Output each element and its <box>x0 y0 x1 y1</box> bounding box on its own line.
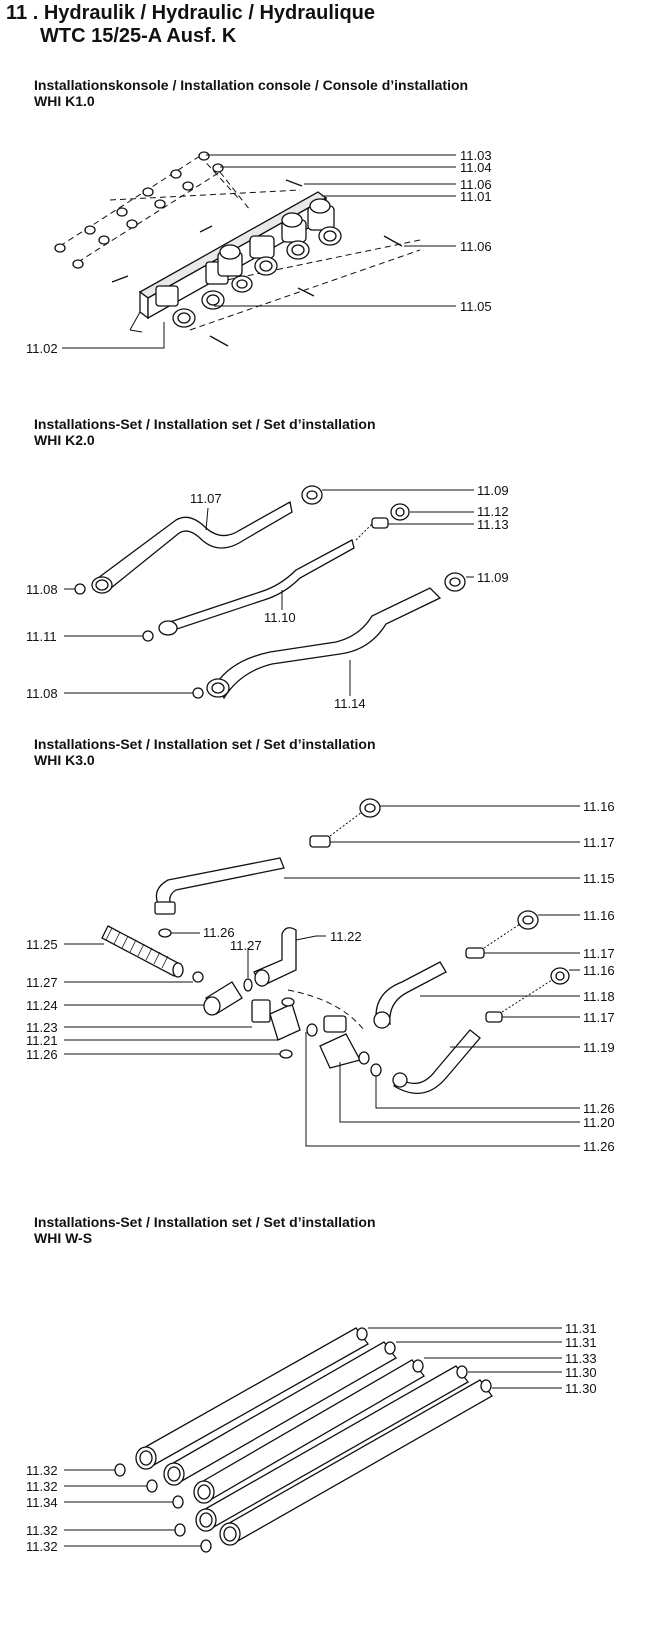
callout-label: 11.31 <box>565 1335 597 1350</box>
callout-label: 11.32 <box>26 1463 58 1478</box>
callout-label: 11.03 <box>460 148 492 163</box>
callout-label: 11.27 <box>230 938 262 953</box>
callout-label: 11.22 <box>330 929 362 944</box>
callout-label: 11.24 <box>26 998 58 1013</box>
section-code-k3: WHI K3.0 <box>34 752 95 768</box>
callout-label: 11.23 <box>26 1020 58 1035</box>
callout-label: 11.17 <box>583 1010 615 1025</box>
callout-label: 11.25 <box>26 937 58 952</box>
callout-label: 11.02 <box>26 341 58 356</box>
section-title-ws: Installations-Set / Installation set / S… <box>34 1214 376 1230</box>
callout-label: 11.33 <box>565 1351 597 1366</box>
callout-label: 11.16 <box>583 799 615 814</box>
section-title-k3: Installations-Set / Installation set / S… <box>34 736 376 752</box>
callout-label: 11.06 <box>460 239 492 254</box>
section-code-k1: WHI K1.0 <box>34 93 95 109</box>
callout-label: 11.30 <box>565 1365 597 1380</box>
callout-label: 11.26 <box>26 1047 58 1062</box>
console-drawing-k1: 11.03 11.04 11.06 11.01 11.06 11.05 11.0… <box>26 148 492 356</box>
callout-label: 11.16 <box>583 908 615 923</box>
callout-label: 11.19 <box>583 1040 615 1055</box>
callout-label: 11.26 <box>583 1139 615 1154</box>
callout-label: 11.06 <box>460 177 492 192</box>
section-code-ws: WHI W-S <box>34 1230 93 1246</box>
callout-label: 11.01 <box>460 189 492 204</box>
page-subtitle: WTC 15/25-A Ausf. K <box>40 25 237 47</box>
callout-label: 11.21 <box>26 1033 58 1048</box>
section-title-k2: Installations-Set / Installation set / S… <box>34 416 376 432</box>
callout-label: 11.32 <box>26 1479 58 1494</box>
callout-label: 11.31 <box>565 1321 597 1336</box>
callout-label: 11.20 <box>583 1115 615 1130</box>
callout-label: 11.12 <box>477 504 509 519</box>
callout-label: 11.07 <box>190 491 222 506</box>
callout-label: 11.13 <box>477 517 509 532</box>
pipe-set-drawing-ws: 11.31 11.31 11.33 11.30 11.30 11.32 11.3… <box>26 1321 597 1554</box>
section-code-k2: WHI K2.0 <box>34 432 95 448</box>
callout-label: 11.18 <box>583 989 615 1004</box>
callout-label: 11.32 <box>26 1539 58 1554</box>
callout-label: 11.08 <box>26 686 58 701</box>
callout-label: 11.04 <box>460 160 492 175</box>
callout-label: 11.08 <box>26 582 58 597</box>
page-title: 11 . Hydraulik / Hydraulic / Hydraulique <box>6 2 376 24</box>
callout-label: 11.32 <box>26 1523 58 1538</box>
callout-label: 11.17 <box>583 946 615 961</box>
callout-label: 11.26 <box>203 925 235 940</box>
callout-label: 11.05 <box>460 299 492 314</box>
callout-label: 11.16 <box>583 963 615 978</box>
pipe-set-drawing-k3: 11.16 11.17 11.15 11.16 11.26 11.27 11.2… <box>26 798 615 1154</box>
callout-label: 11.10 <box>264 610 296 625</box>
callout-label: 11.09 <box>477 570 509 585</box>
callout-label: 11.27 <box>26 975 58 990</box>
callout-label: 11.14 <box>334 696 366 711</box>
callout-label: 11.34 <box>26 1495 58 1510</box>
callout-label: 11.11 <box>26 629 57 644</box>
callout-label: 11.26 <box>583 1101 615 1116</box>
pipe-set-drawing-k2: 11.09 11.07 11.12 11.13 11.09 11.08 11.1… <box>26 483 509 711</box>
section-title-k1: Installationskonsole / Installation cons… <box>34 77 469 93</box>
callout-label: 11.15 <box>583 871 615 886</box>
callout-label: 11.17 <box>583 835 615 850</box>
callout-label: 11.09 <box>477 483 509 498</box>
callout-label: 11.30 <box>565 1381 597 1396</box>
